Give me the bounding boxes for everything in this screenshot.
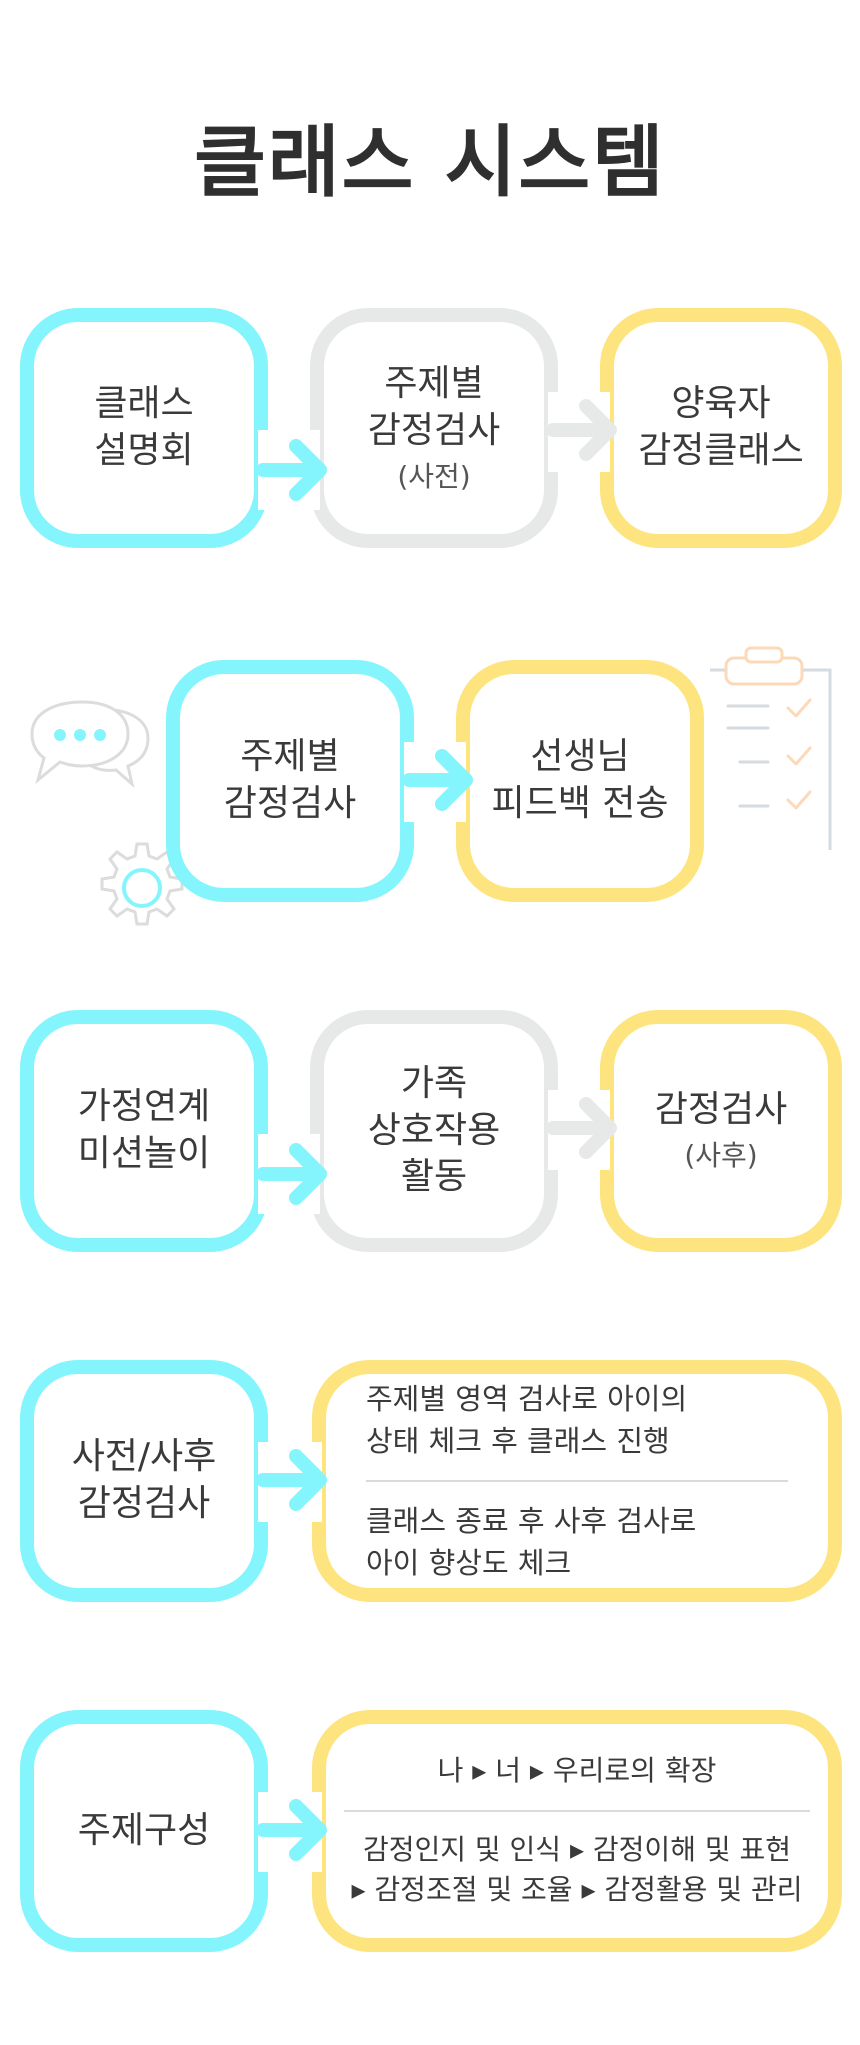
- detail-line: 나 ▸ 너 ▸ 우리로의 확장: [437, 1754, 717, 1788]
- step-label-line: 가정연계: [77, 1086, 211, 1128]
- label-pre-post-test: 사전/사후 감정검사: [20, 1360, 268, 1602]
- step-label-line: 설명회: [94, 430, 194, 471]
- step-home-mission-play: 가정연계 미션놀이: [20, 1010, 268, 1252]
- step-label-line: 감정검사: [223, 783, 357, 824]
- step-label-line: 미션놀이: [77, 1133, 211, 1174]
- arrow-icon: [256, 1449, 327, 1511]
- step-label-line: 가족: [400, 1062, 468, 1104]
- arrow-icon: [256, 439, 327, 501]
- step-label-line: 활동: [400, 1156, 468, 1198]
- arrow-icon: [546, 399, 617, 461]
- step-sublabel: (사후): [684, 1139, 758, 1173]
- detail-line: 감정인지 및 인식 ▸ 감정이해 및 표현: [362, 1832, 792, 1866]
- detail-line: ▸ 감정조절 및 조율 ▸ 감정활용 및 관리: [351, 1873, 803, 1907]
- step-label-line: 사전/사후: [71, 1436, 217, 1478]
- detail-line: 아이 향상도 체크: [366, 1546, 572, 1581]
- step-label-line: 피드백 전송: [491, 783, 669, 824]
- step-class-briefing: 클래스 설명회: [20, 308, 268, 548]
- clipboard-checklist-icon: [710, 646, 832, 850]
- step-label-line: 선생님: [530, 736, 630, 778]
- detail-line: 주제별 영역 검사로 아이의: [366, 1381, 688, 1416]
- page-title: 클래스 시스템: [194, 118, 666, 208]
- detail-line: 상태 체크 후 클래스 진행: [366, 1423, 670, 1458]
- arrow-icon: [256, 1799, 327, 1861]
- arrow-icon: [256, 1143, 327, 1205]
- step-teacher-feedback: 선생님 피드백 전송: [456, 660, 704, 902]
- step-topic-test-post: 감정검사 (사후): [600, 1010, 842, 1252]
- divider: [366, 1480, 788, 1482]
- detail-line: 클래스 종료 후 사후 검사로: [366, 1504, 697, 1538]
- chat-bubbles-icon: [30, 700, 150, 789]
- step-parent-class: 양육자 감정클래스: [600, 308, 842, 548]
- step-label-line: 감정검사: [77, 1483, 211, 1524]
- step-label-line: 주제구성: [77, 1809, 211, 1851]
- step-label-line: 감정검사: [654, 1089, 788, 1131]
- step-label-line: 주제별: [384, 363, 484, 404]
- label-topic-composition: 주제구성: [20, 1710, 268, 1952]
- step-label-line: 감정검사: [367, 409, 501, 451]
- step-topic-test-pre: 주제별 감정검사 (사전): [310, 308, 558, 548]
- divider: [344, 1809, 810, 1812]
- detail-pre-post-test: 주제별 영역 검사로 아이의 상태 체크 후 클래스 진행 클래스 종료 후 사…: [312, 1360, 842, 1602]
- arrow-icon: [402, 749, 473, 811]
- step-topic-test: 주제별 감정검사: [166, 660, 414, 902]
- detail-topic-composition: 나 ▸ 너 ▸ 우리로의 확장 감정인지 및 인식 ▸ 감정이해 및 표현 ▸ …: [312, 1710, 842, 1952]
- step-family-interaction: 가족 상호작용 활동: [310, 1010, 558, 1252]
- arrow-icon: [546, 1097, 617, 1159]
- step-label-line: 클래스: [94, 383, 194, 425]
- step-sublabel: (사전): [397, 459, 471, 493]
- step-label-line: 양육자: [671, 383, 771, 425]
- step-label-line: 감정클래스: [638, 430, 804, 471]
- step-label-line: 주제별: [240, 736, 340, 778]
- step-label-line: 상호작용: [367, 1109, 501, 1151]
